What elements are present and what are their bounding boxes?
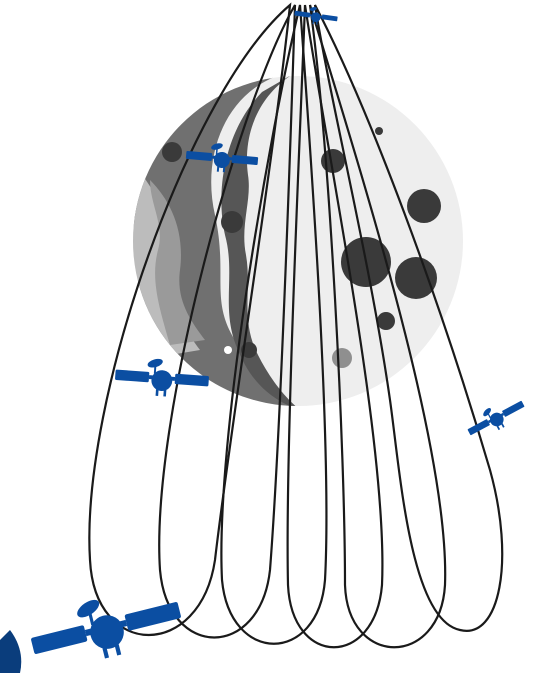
corner-accent — [0, 630, 21, 673]
satellite-icon — [25, 577, 187, 673]
satellite-icon — [463, 392, 529, 443]
